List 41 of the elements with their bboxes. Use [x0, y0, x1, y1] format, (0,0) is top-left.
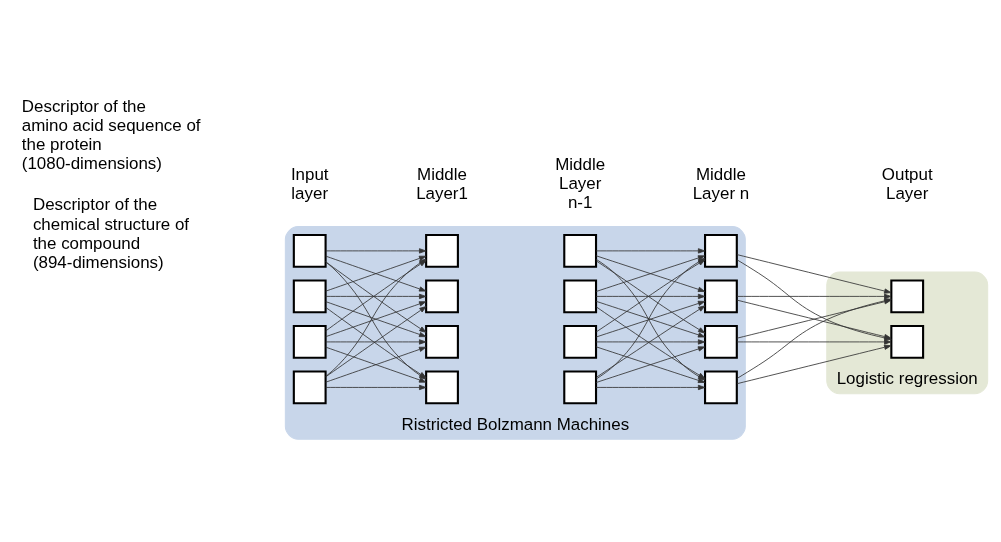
node-box: [563, 370, 598, 405]
node-box: [292, 233, 327, 268]
node-box: [563, 233, 598, 268]
arrow: [595, 300, 706, 338]
node-box: [425, 325, 459, 359]
node-box: [292, 370, 327, 405]
node-box: [563, 325, 598, 359]
arrow: [736, 344, 892, 385]
label: Middle Layer n-1: [555, 155, 606, 213]
label: Input layer: [290, 164, 329, 203]
label: Output Layer: [881, 164, 933, 203]
label: Middle Layer n: [692, 164, 750, 203]
label: Descriptor of the chemical structure of the compound (894-dimensions): [32, 195, 190, 272]
node-box: [292, 279, 327, 314]
arrow: [595, 384, 706, 391]
arrow: [595, 339, 706, 345]
cluster: Ristricted Bolzmann Machines: [284, 226, 746, 440]
node-box: [292, 325, 327, 359]
node-box: [563, 279, 598, 314]
arrow: [736, 293, 892, 300]
arrow: [325, 293, 427, 300]
node-box: [425, 279, 459, 314]
arrow: [325, 384, 427, 391]
node-box: [704, 370, 738, 405]
arrow: [736, 339, 892, 345]
label: Middle Layer1: [416, 164, 468, 203]
arrow: [325, 301, 427, 338]
node-box: [425, 370, 459, 405]
node-box: [704, 279, 738, 314]
node-box: [890, 325, 925, 359]
node-box: [890, 279, 925, 314]
arrow: [736, 254, 892, 294]
cluster: Logistic regression: [826, 271, 989, 395]
arrow: [325, 248, 427, 254]
label: Descriptor of the amino acid sequence of the protein (1080-dimensions): [21, 97, 201, 174]
arrow: [595, 248, 706, 254]
arrow: [595, 293, 706, 300]
node-box: [704, 325, 738, 359]
node-box: [425, 233, 459, 268]
arrow: [325, 339, 427, 345]
node-box: [704, 233, 738, 268]
